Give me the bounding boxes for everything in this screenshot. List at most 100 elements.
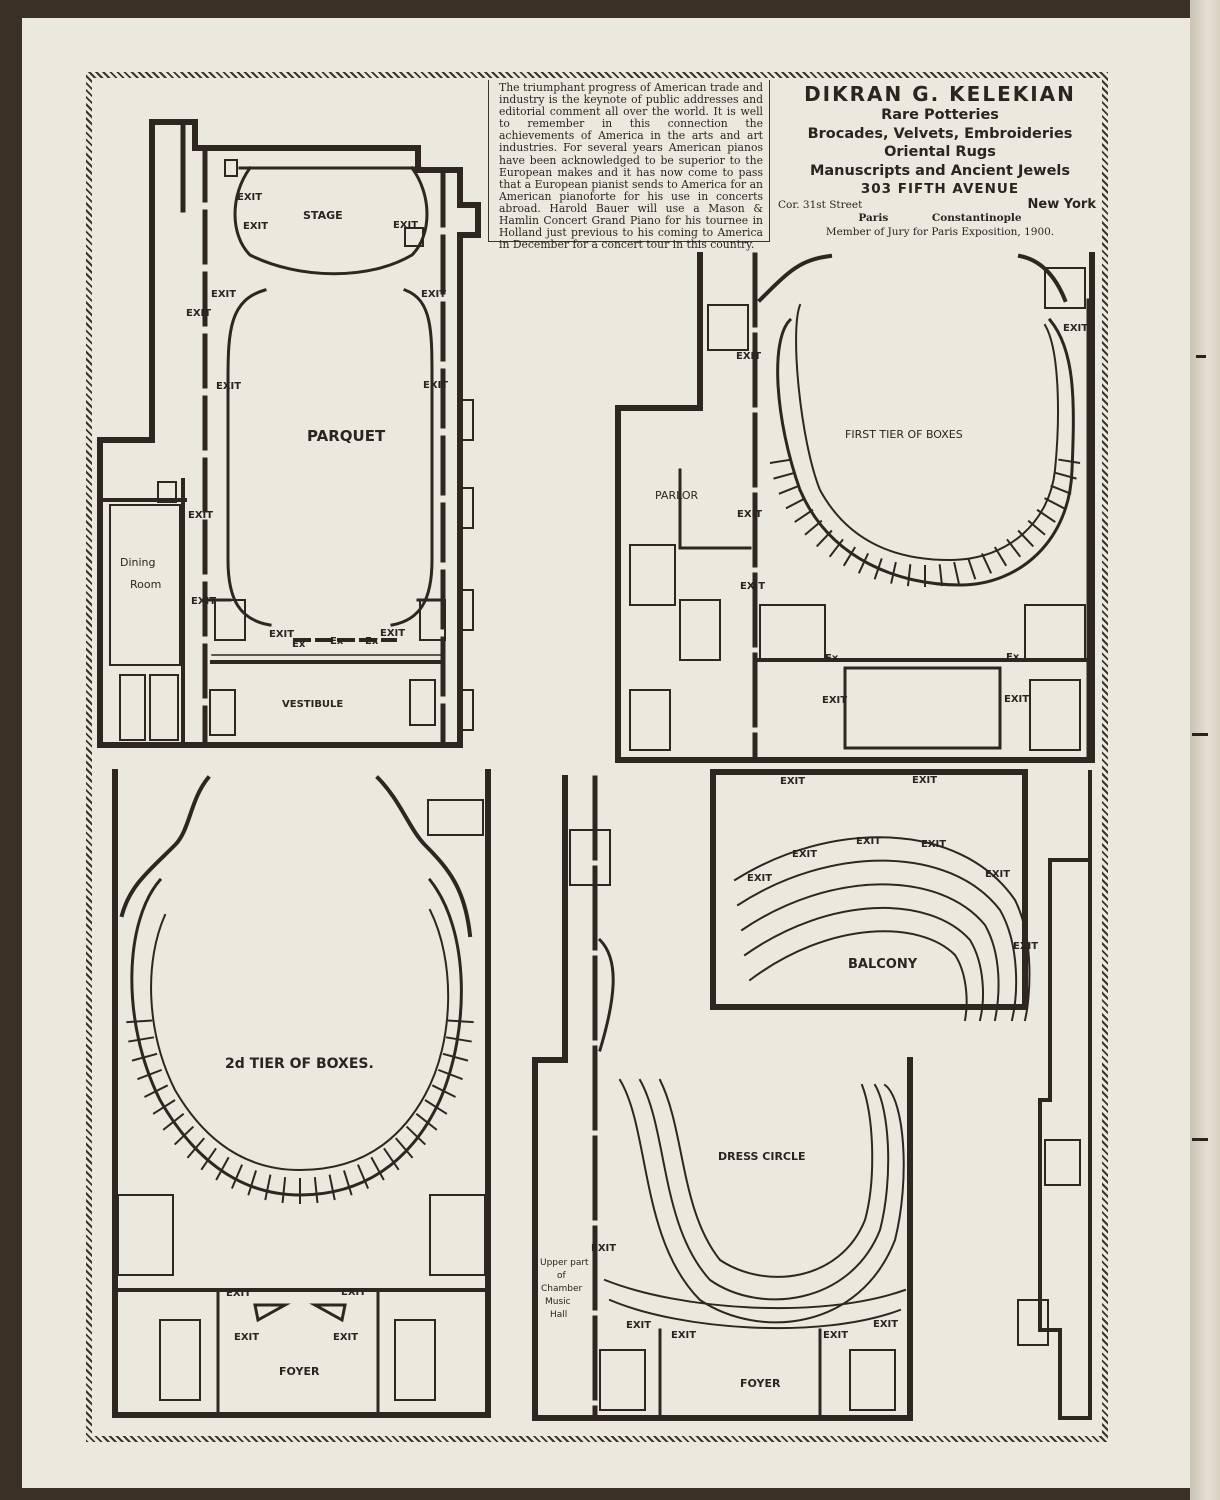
label-second-tier: 2d TIER OF BOXES.: [225, 1056, 374, 1072]
exit-label: EXIT: [380, 628, 405, 639]
ad-dealer-name: DIKRAN G. KELEKIAN: [804, 82, 1076, 106]
box-partition: [873, 558, 883, 580]
ad-cities: Paris Constantinople: [778, 212, 1102, 225]
exit-label: EXIT: [1013, 941, 1038, 952]
box-partition: [247, 1170, 257, 1196]
binding-notch: [1192, 733, 1208, 736]
label-hall-3: Chamber: [541, 1284, 583, 1294]
box-partition: [328, 1174, 336, 1201]
box-partition: [938, 564, 944, 587]
label-hall-2: of: [557, 1271, 567, 1281]
ad-city: New York: [1027, 197, 1096, 212]
box-partition: [431, 1084, 456, 1098]
box-partition: [993, 546, 1008, 567]
plan-parquet: [97, 119, 481, 748]
box-partition: [785, 497, 806, 510]
ad-line-potteries: Rare Potteries: [881, 107, 999, 123]
ad-corner: Cor. 31st Street: [778, 199, 863, 211]
ex-label: Ex: [292, 639, 306, 650]
piano-news-paragraph: The triumphant progress of American trad…: [488, 80, 770, 251]
label-room: Room: [130, 578, 161, 591]
exit-label: EXIT: [191, 596, 216, 607]
box-partition: [980, 552, 993, 574]
box-partition: [769, 458, 792, 464]
exit-label: EXIT: [1063, 323, 1088, 334]
binding-spine: [1190, 0, 1220, 1500]
label-vestibule: VESTIBULE: [282, 699, 343, 710]
exit-label: EXIT: [737, 509, 762, 520]
box-partition: [357, 1164, 370, 1189]
box-partition: [313, 1177, 319, 1204]
ad-line-brocades: Brocades, Velvets, Embroideries: [807, 125, 1073, 142]
box-partition: [343, 1170, 353, 1196]
ad-address: 303 FIFTH AVENUE: [860, 181, 1020, 197]
box-partition: [264, 1174, 272, 1201]
exit-label: EXIT: [243, 221, 268, 232]
exit-label: EXIT: [423, 380, 448, 391]
box-partition: [773, 471, 796, 480]
box-partition: [162, 1113, 185, 1131]
exit-label: EXIT: [188, 510, 213, 521]
box-partition: [215, 1156, 230, 1181]
box-partition: [778, 484, 800, 495]
exit-label: EXIT: [211, 289, 236, 300]
ad-line-rugs: Oriental Rugs: [884, 144, 996, 160]
box-partition: [131, 1052, 158, 1062]
binding-notch: [1196, 355, 1206, 358]
ex-label: Ex: [365, 636, 379, 647]
box-partition: [230, 1164, 243, 1189]
box-partition: [144, 1084, 169, 1098]
box-partition: [126, 1019, 153, 1024]
label-foyer: FOYER: [740, 1377, 781, 1390]
box-partition: [128, 1036, 155, 1043]
box-partition: [1054, 471, 1077, 480]
box-partition: [445, 1036, 472, 1043]
label-parquet: PARQUET: [307, 427, 386, 445]
box-partition: [1036, 508, 1056, 523]
exit-label: EXIT: [921, 839, 946, 850]
label-hall-5: Hall: [550, 1310, 567, 1320]
box-partition: [395, 1137, 414, 1159]
exit-label: EXIT: [823, 1330, 848, 1341]
exit-label: EXIT: [591, 1243, 616, 1254]
box-partition: [137, 1068, 163, 1081]
exit-label: EXIT: [186, 308, 211, 319]
ad-city-constantinople: Constantinople: [931, 212, 1022, 224]
label-hall-1: Upper part: [540, 1258, 589, 1268]
exit-label: EXIT: [747, 873, 772, 884]
exit-label: EXIT: [873, 1319, 898, 1330]
exit-label: EXIT: [822, 695, 847, 706]
exit-label: EXIT: [226, 1288, 251, 1299]
box-partition: [842, 546, 857, 567]
label-foyer: FOYER: [279, 1365, 320, 1378]
kelekian-advertisement: DIKRAN G. KELEKIAN Rare Potteries Brocad…: [778, 80, 1102, 240]
ad-corner-row: Cor. 31st Street New York: [778, 198, 1102, 212]
ad-city-paris: Paris: [858, 212, 889, 224]
exit-label: EXIT: [269, 629, 294, 640]
ex-label: Ex: [1006, 652, 1020, 663]
box-partition: [370, 1156, 385, 1181]
exit-label: EXIT: [740, 581, 765, 592]
exit-label: EXIT: [856, 836, 881, 847]
box-partition: [1050, 484, 1072, 495]
plan-balcony: [532, 769, 1092, 1421]
box-partition: [447, 1019, 474, 1024]
box-partition: [890, 561, 897, 584]
box-partition: [1058, 458, 1081, 464]
box-partition: [1017, 529, 1035, 548]
exit-label: EXIT: [333, 1332, 358, 1343]
box-partition: [815, 529, 833, 548]
box-partition: [442, 1052, 469, 1062]
box-partition: [794, 508, 814, 523]
box-partition: [186, 1137, 205, 1159]
box-partition: [967, 558, 977, 580]
plan-second-tier: [112, 769, 491, 1418]
plan-first-tier: [615, 252, 1095, 763]
label-hall-4: Music: [545, 1297, 571, 1307]
label-stage: STAGE: [303, 209, 343, 222]
box-partition: [173, 1125, 195, 1146]
exit-label: EXIT: [780, 776, 805, 787]
ad-jury-note: Member of Jury for Paris Exposition, 190…: [825, 226, 1055, 238]
box-partition: [152, 1099, 176, 1115]
